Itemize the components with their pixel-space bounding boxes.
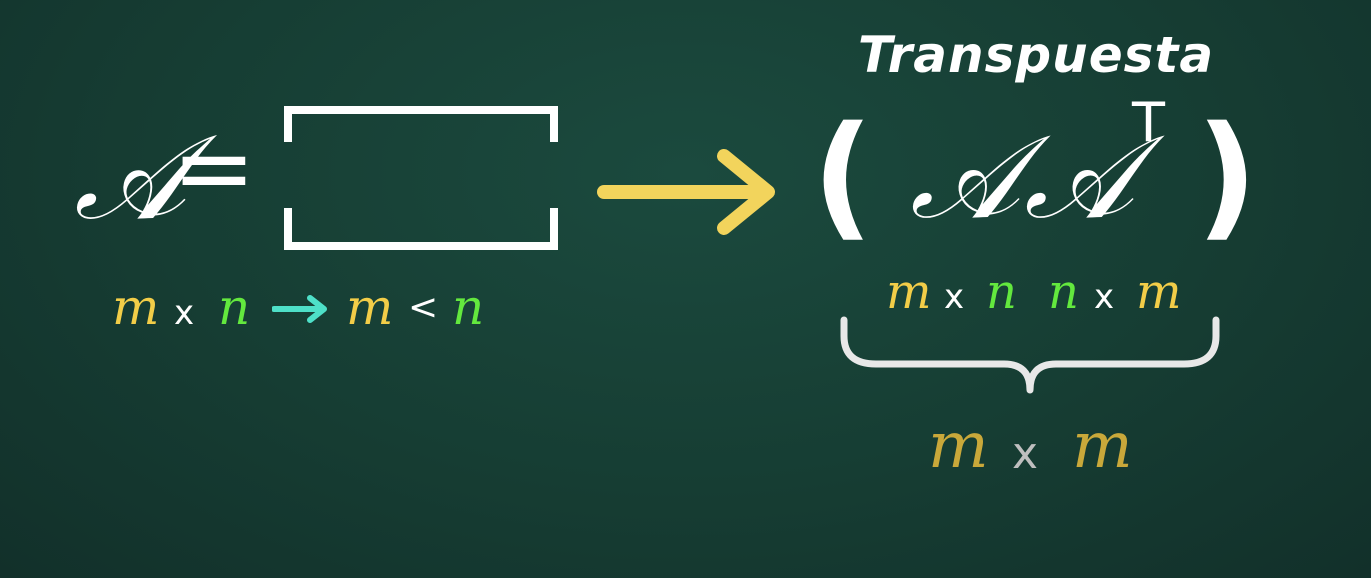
dim-a-times: x	[944, 277, 965, 317]
equals-sign: =	[172, 109, 256, 226]
dim-a-m: m	[886, 264, 932, 320]
matrix-a-symbol: 𝒜	[74, 108, 186, 246]
right-dimensions: m x n n x m	[886, 268, 1206, 318]
dim-n: n	[218, 278, 251, 336]
dim-m: m	[112, 278, 160, 336]
less-than-sign: <	[408, 287, 439, 328]
main-arrow-icon	[597, 149, 775, 235]
dim-a-n: n	[986, 264, 1017, 320]
matrix-bracket-icon	[284, 106, 558, 250]
result-m: m	[928, 409, 989, 483]
dim-m-compare: m	[346, 278, 394, 336]
result-m2: m	[1072, 409, 1133, 483]
dim-at-n: n	[1048, 264, 1079, 320]
result-dimensions: m x m	[928, 414, 1168, 484]
dim-at-m: m	[1136, 264, 1182, 320]
dim-times: x	[174, 293, 195, 333]
matrix-a-product: 𝒜	[910, 110, 1020, 245]
underbrace-icon	[840, 316, 1220, 394]
transpose-superscript: T	[1132, 91, 1165, 154]
close-paren: )	[1196, 97, 1258, 254]
matrix-a-transpose: 𝒜	[1024, 110, 1134, 245]
dim-n-compare: n	[452, 278, 485, 336]
open-paren: (	[812, 97, 874, 254]
dim-at-times: x	[1094, 277, 1115, 317]
result-times: x	[1012, 428, 1039, 479]
transpose-title: Transpuesta	[858, 26, 1215, 84]
left-dimensions: m x n m < n	[112, 282, 512, 332]
arrow-right-icon	[272, 295, 327, 323]
